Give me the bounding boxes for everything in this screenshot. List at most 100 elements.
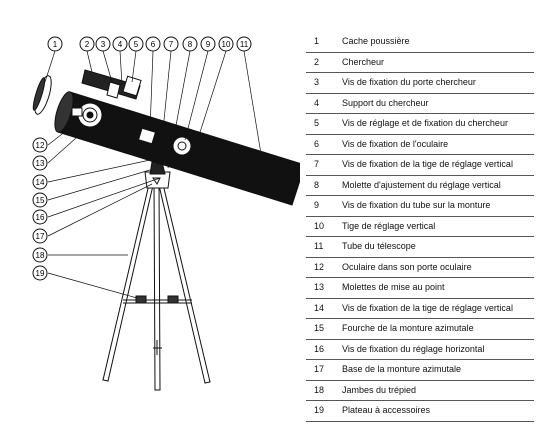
callout-2: 2 [79,36,95,52]
callout-6: 6 [145,36,161,52]
svg-text:10: 10 [222,40,231,49]
legend-number: 17 [314,364,325,374]
legend-label: Base de la monture azimutale [342,364,462,374]
legend-label: Jambes du trépied [342,384,417,395]
callout-3: 3 [95,36,111,52]
legend-number: 10 [314,220,325,231]
callout-8: 8 [182,36,198,52]
legend-row: 7 Vis de fixation de la tige de réglage v… [306,155,534,176]
callout-11: 11 [236,36,252,52]
svg-text:16: 16 [36,213,45,222]
callout-13: 13 [32,155,48,171]
svg-text:19: 19 [36,269,45,278]
finder-scope [81,69,142,100]
svg-text:12: 12 [36,141,45,150]
legend-number: 5 [314,118,320,128]
legend-row: 5 Vis de réglage et de fixation du cherch… [306,114,534,135]
legend-label: Molettes de mise au point [342,282,445,292]
legend-number: 6 [314,138,320,149]
legend-label: Support du chercheur [342,97,429,108]
legend-row: 19 Plateau à accessoires [306,401,534,422]
callout-19: 19 [32,265,48,281]
legend-label: Tube du télescope [342,241,416,251]
legend-label: Chercheur [342,56,385,67]
svg-text:3: 3 [101,40,106,49]
legend-row: 10 Tige de réglage vertical [306,217,534,237]
legend-number: 13 [314,282,325,292]
svg-text:6: 6 [151,40,156,49]
legend-label: Vis de fixation du tube sur la monture [342,200,491,210]
callout-5: 5 [128,36,144,52]
legend-number: 2 [314,56,320,67]
legend-number: 4 [314,97,320,108]
svg-text:2: 2 [85,40,90,49]
legend-number: 3 [314,77,320,87]
legend-label: Vis de réglage et de fixation du cherche… [342,118,508,128]
callout-markers: 1 2 3 4 5 6 7 8 9 10 11 12 13 14 15 16 1… [32,36,252,281]
callout-12: 12 [32,137,48,153]
svg-text:13: 13 [36,159,45,168]
focuser [71,102,103,128]
telescope-diagram: 1 2 3 4 5 6 7 8 9 10 11 12 13 14 15 16 1… [32,36,300,391]
callout-10: 10 [218,36,234,52]
accessory-tray [123,295,192,304]
legend-label: Plateau à accessoires [342,405,431,415]
legend-number: 7 [314,159,320,169]
tripod-legs [102,179,211,391]
legend-label: Vis de fixation du réglage horizontal [342,343,485,354]
legend-label: Vis de fixation du porte chercheur [342,77,476,87]
legend-row: 14 Vis de fixation de la tige de réglage … [306,299,534,319]
svg-text:4: 4 [118,40,123,49]
callout-9: 9 [200,36,216,52]
svg-text:15: 15 [36,196,45,205]
callout-1: 1 [47,36,63,52]
legend-label: Oculaire dans son porte oculaire [342,261,472,272]
callout-15: 15 [32,192,48,208]
legend-number: 19 [314,405,325,415]
callout-18: 18 [32,247,48,263]
legend-row: 2 Chercheur [306,53,534,73]
legend-number: 14 [314,302,325,313]
legend-label: Tige de réglage vertical [342,220,436,231]
svg-text:5: 5 [134,40,139,49]
legend-number: 16 [314,343,325,354]
legend-label: Cache poussière [342,36,410,46]
dust-cap [32,75,52,115]
tube-cradle [137,127,192,166]
legend-row: 6 Vis de fixation de l'oculaire [306,135,534,155]
svg-text:9: 9 [206,40,211,49]
legend-label: Vis de fixation de la tige de réglage ve… [342,159,513,169]
svg-text:14: 14 [36,178,45,187]
svg-text:17: 17 [36,232,45,241]
legend-label: Vis de fixation de la tige de réglage ve… [342,302,513,313]
legend-number: 11 [314,241,324,251]
callout-14: 14 [32,174,48,190]
legend-number: 8 [314,179,320,190]
svg-text:11: 11 [240,40,249,49]
leader-lines [44,50,263,299]
legend-number: 12 [314,261,325,272]
legend-row: 18 Jambes du trépied [306,381,534,401]
legend-label: Vis de fixation de l'oculaire [342,138,449,149]
legend-number: 9 [314,200,320,210]
callout-7: 7 [163,36,179,52]
svg-text:18: 18 [36,251,45,260]
legend-row: 12 Oculaire dans son porte oculaire [306,258,534,278]
legend-row: 13 Molettes de mise au point [306,278,534,299]
legend-row: 17 Base de la monture azimutale [306,360,534,381]
callout-16: 16 [32,209,48,225]
callout-4: 4 [112,36,128,52]
legend-row: 16 Vis de fixation du réglage horizontal [306,340,534,360]
legend-label: Fourche de la monture azimutale [342,323,474,333]
legend-row: 11 Tube du télescope [306,237,534,258]
legend-row: 4 Support du chercheur [306,94,534,114]
legend-number: 18 [314,384,325,395]
svg-text:1: 1 [53,40,58,49]
svg-text:8: 8 [188,40,193,49]
legend-row: 3 Vis de fixation du porte chercheur [306,73,534,94]
legend-row: 9 Vis de fixation du tube sur la monture [306,196,534,217]
